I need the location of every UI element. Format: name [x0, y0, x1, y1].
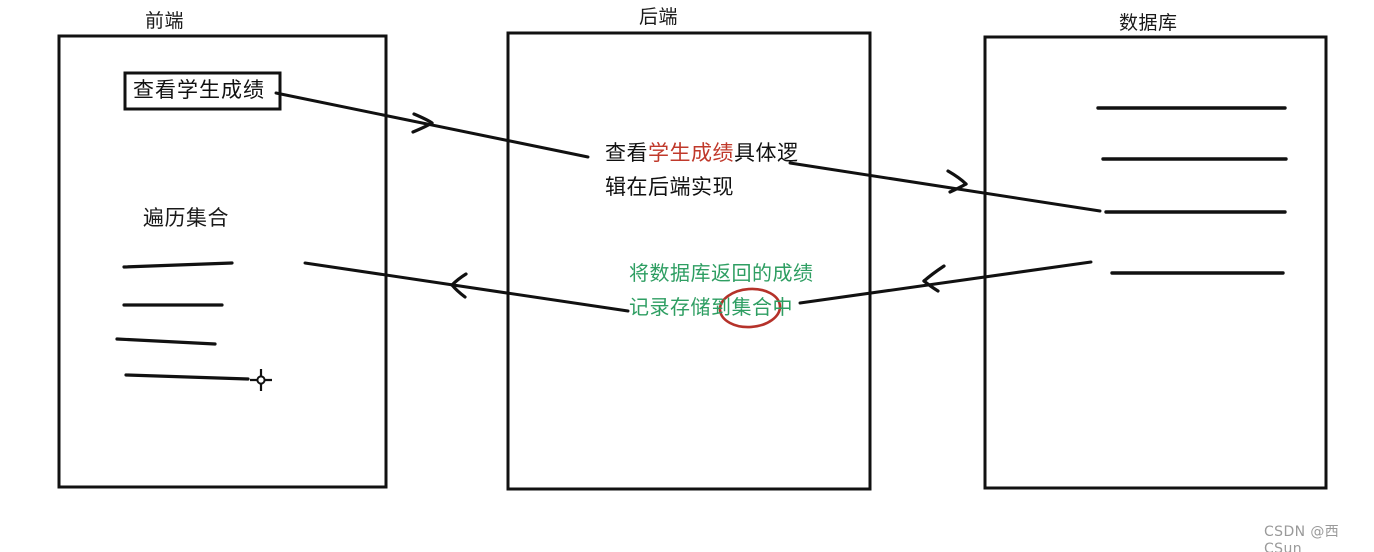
- arrow-backend-to-database-query: [788, 161, 1102, 213]
- column-title-database: 数据库: [1119, 12, 1178, 34]
- backend-note-top-line2: 辑在后端实现: [605, 175, 734, 199]
- backend-note-bottom-line2: 记录存储到集合中: [629, 295, 793, 319]
- frontend-list-line: [124, 373, 250, 381]
- view-student-scores-button-outline[interactable]: [123, 71, 282, 111]
- database-panel: [983, 35, 1328, 490]
- column-title-frontend: 前端: [145, 10, 185, 32]
- highlight-ellipse: [718, 287, 782, 329]
- frontend-list-line: [122, 261, 234, 269]
- backend-note-bottom-line1: 将数据库返回的成绩: [629, 261, 814, 285]
- arrow-database-to-backend-result: [798, 260, 1093, 305]
- backend-note-seg-3: 具体逻: [734, 141, 799, 165]
- frontend-list-line: [115, 337, 217, 346]
- arrow-backend-to-frontend-response: [303, 261, 630, 313]
- backend-panel: [506, 31, 872, 491]
- column-title-backend: 后端: [639, 6, 679, 28]
- backend-note-top-line1: 查看学生成绩具体逻: [605, 143, 799, 164]
- backend-note-seg-1: 查看: [605, 141, 648, 165]
- frontend-panel: [57, 34, 388, 489]
- mouse-cursor-icon: [250, 369, 272, 391]
- view-student-scores-button-label[interactable]: 查看学生成绩: [133, 78, 265, 102]
- backend-note-seg-2: 学生成绩: [648, 141, 734, 165]
- csdn-watermark: CSDN @西CSun: [1264, 524, 1340, 552]
- arrow-frontend-to-backend-request: [274, 91, 590, 159]
- frontend-section-label: 遍历集合: [143, 206, 229, 230]
